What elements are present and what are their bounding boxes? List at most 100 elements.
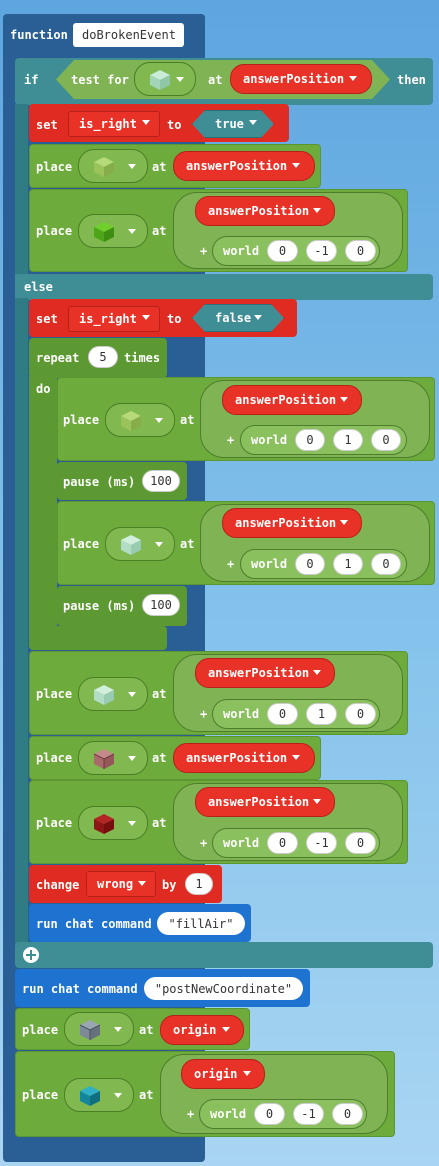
chevron-down-icon <box>313 670 321 675</box>
change-by-input[interactable]: 1 <box>185 873 213 895</box>
at-label: at <box>180 537 195 551</box>
plus-label: + <box>227 433 235 447</box>
repeat-label: repeat <box>36 351 80 365</box>
block-picker[interactable] <box>134 62 196 96</box>
place-label: place <box>36 687 73 701</box>
x-input[interactable]: 0 <box>295 429 325 451</box>
answerPosition-variable[interactable]: answerPosition <box>195 658 335 688</box>
z-input[interactable]: 0 <box>332 1103 363 1125</box>
chevron-down-icon <box>138 881 146 886</box>
repeat-footer <box>29 626 167 650</box>
origin-variable[interactable]: origin <box>160 1015 244 1045</box>
chat-command-text: postNewCoordinate <box>162 981 285 996</box>
block-picker[interactable] <box>78 806 148 840</box>
z-input[interactable]: 0 <box>345 703 376 725</box>
chevron-down-icon <box>128 692 136 697</box>
pause-label: pause (ms) <box>63 599 136 613</box>
x-input[interactable]: 0 <box>267 240 298 262</box>
slime-block-icon <box>94 157 114 177</box>
at-label: at <box>152 751 167 765</box>
x-input[interactable]: 0 <box>254 1103 285 1125</box>
y-input[interactable]: 1 <box>333 553 363 575</box>
z-input[interactable]: 0 <box>371 553 401 575</box>
answerPosition-variable[interactable]: answerPosition <box>222 508 362 538</box>
block-picker[interactable] <box>78 677 148 711</box>
add-else-button[interactable] <box>23 947 39 963</box>
block-picker[interactable] <box>64 1078 134 1112</box>
plus-label: + <box>227 557 235 571</box>
block-picker[interactable] <box>78 741 148 775</box>
x-input[interactable]: 0 <box>295 553 325 575</box>
to-label: to <box>167 312 182 326</box>
chevron-down-icon <box>340 520 348 525</box>
plus-label: + <box>200 707 208 721</box>
z-input[interactable]: 0 <box>345 240 376 262</box>
chevron-down-icon <box>155 542 163 547</box>
pause-ms-input[interactable]: 100 <box>142 470 180 492</box>
place-label: place <box>22 1023 59 1037</box>
test-for-label: test for <box>71 73 129 87</box>
place-label: place <box>36 816 73 830</box>
z-input[interactable]: 0 <box>345 832 376 854</box>
chevron-down-icon <box>313 208 321 213</box>
repeat-body-bar <box>29 376 57 630</box>
true-dropdown[interactable]: true <box>192 110 274 138</box>
at-label: at <box>180 413 195 427</box>
block-picker[interactable] <box>78 149 148 183</box>
answerPosition-variable[interactable]: answerPosition <box>195 787 335 817</box>
green-block-icon <box>94 222 114 242</box>
x-input[interactable]: 0 <box>267 703 298 725</box>
world-label: world <box>251 557 288 571</box>
y-input[interactable]: -1 <box>306 240 337 262</box>
place-label: place <box>36 224 73 238</box>
slime-block-icon <box>121 411 141 431</box>
function-keyword: function <box>10 28 68 42</box>
block-picker[interactable] <box>105 527 175 561</box>
place-label: place <box>63 413 100 427</box>
at-label: at <box>152 224 167 238</box>
chevron-down-icon <box>249 120 257 125</box>
repeat-count-input[interactable]: 5 <box>88 346 118 368</box>
plus-label: + <box>187 1107 195 1121</box>
light-green-glass-block-icon <box>150 70 170 90</box>
at-label: at <box>139 1088 154 1102</box>
y-input[interactable]: -1 <box>293 1103 324 1125</box>
answerPosition-variable[interactable]: answerPosition <box>195 196 335 226</box>
chevron-down-icon <box>222 1027 230 1032</box>
pause-label: pause (ms) <box>63 475 136 489</box>
if-block-footer <box>15 942 433 968</box>
chevron-down-icon <box>292 163 300 168</box>
false-dropdown[interactable]: false <box>192 304 284 332</box>
chat-command-input[interactable]: "fillAir" <box>157 912 245 935</box>
answerPosition-variable[interactable]: answerPosition <box>173 743 315 773</box>
chevron-down-icon <box>128 164 136 169</box>
pink-glass-block-icon <box>93 749 115 769</box>
then-keyword: then <box>397 73 426 87</box>
function-name-input[interactable]: doBrokenEvent <box>73 23 184 47</box>
to-label: to <box>167 118 182 132</box>
chevron-down-icon <box>155 418 163 423</box>
at-label: at <box>152 160 167 174</box>
block-picker[interactable] <box>64 1012 134 1046</box>
chevron-down-icon <box>128 756 136 761</box>
y-input[interactable]: -1 <box>306 832 337 854</box>
block-picker[interactable] <box>78 214 148 248</box>
do-label: do <box>36 382 51 396</box>
chevron-down-icon <box>128 229 136 234</box>
set-label: set <box>36 312 58 326</box>
x-input[interactable]: 0 <box>267 832 298 854</box>
chevron-down-icon <box>349 76 357 81</box>
answerPosition-variable[interactable]: answerPosition <box>173 151 315 181</box>
gray-glass-block-icon <box>79 1020 101 1040</box>
block-picker[interactable] <box>105 403 175 437</box>
pause-ms-input[interactable]: 100 <box>142 594 180 616</box>
else-body-bar <box>15 298 28 944</box>
z-input[interactable]: 0 <box>371 429 401 451</box>
answerPosition-variable[interactable]: answerPosition <box>222 385 362 415</box>
chat-command-input[interactable]: "postNewCoordinate" <box>144 977 303 1000</box>
y-input[interactable]: 1 <box>333 429 363 451</box>
place-label: place <box>22 1088 59 1102</box>
origin-variable[interactable]: origin <box>181 1059 265 1089</box>
answerPosition-variable[interactable]: answerPosition <box>230 64 372 94</box>
y-input[interactable]: 1 <box>306 703 337 725</box>
